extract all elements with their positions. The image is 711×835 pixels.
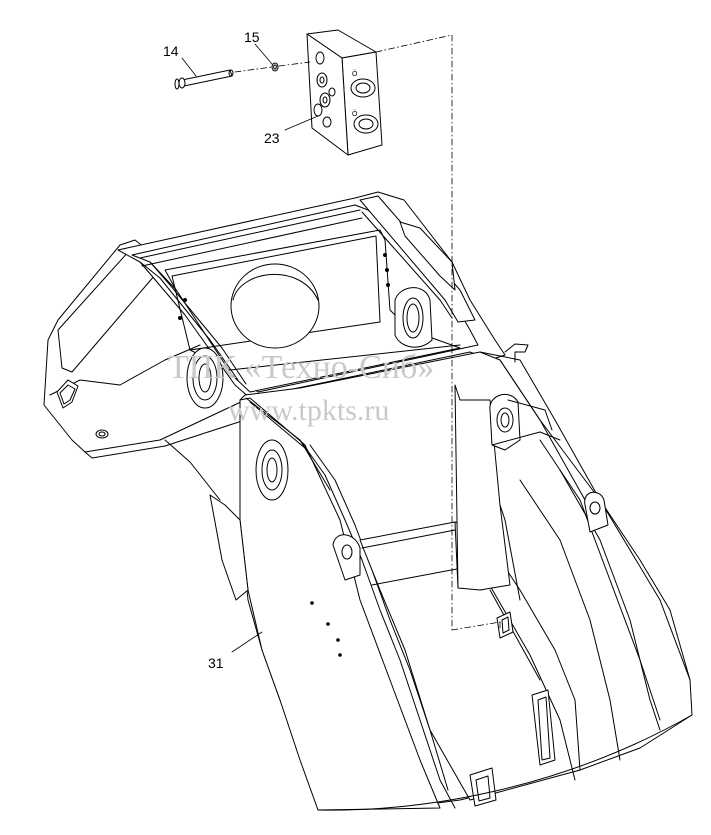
assembly-lines (234, 34, 501, 631)
leader-lines (181, 43, 319, 653)
callout-14: 14 (163, 43, 179, 59)
svg-text:Ö: Ö (352, 110, 358, 118)
callout-labels: 14 15 23 31 (163, 29, 280, 671)
callout-15: 15 (244, 29, 260, 45)
callout-23: 23 (264, 130, 280, 146)
frame-part-31 (43, 191, 693, 811)
watermark-url: www.tpkts.ru (228, 394, 389, 427)
callout-31: 31 (208, 655, 224, 671)
watermark: ТПК «Техно-Сиб» www.tpkts.ru (168, 349, 434, 427)
washer-part-15 (271, 62, 279, 72)
svg-text:Ö: Ö (352, 70, 358, 78)
valve-block-part-23: Ö Ö (306, 29, 383, 156)
bolt-part-14 (174, 69, 234, 90)
watermark-company: ТПК «Техно-Сиб» (168, 349, 434, 386)
